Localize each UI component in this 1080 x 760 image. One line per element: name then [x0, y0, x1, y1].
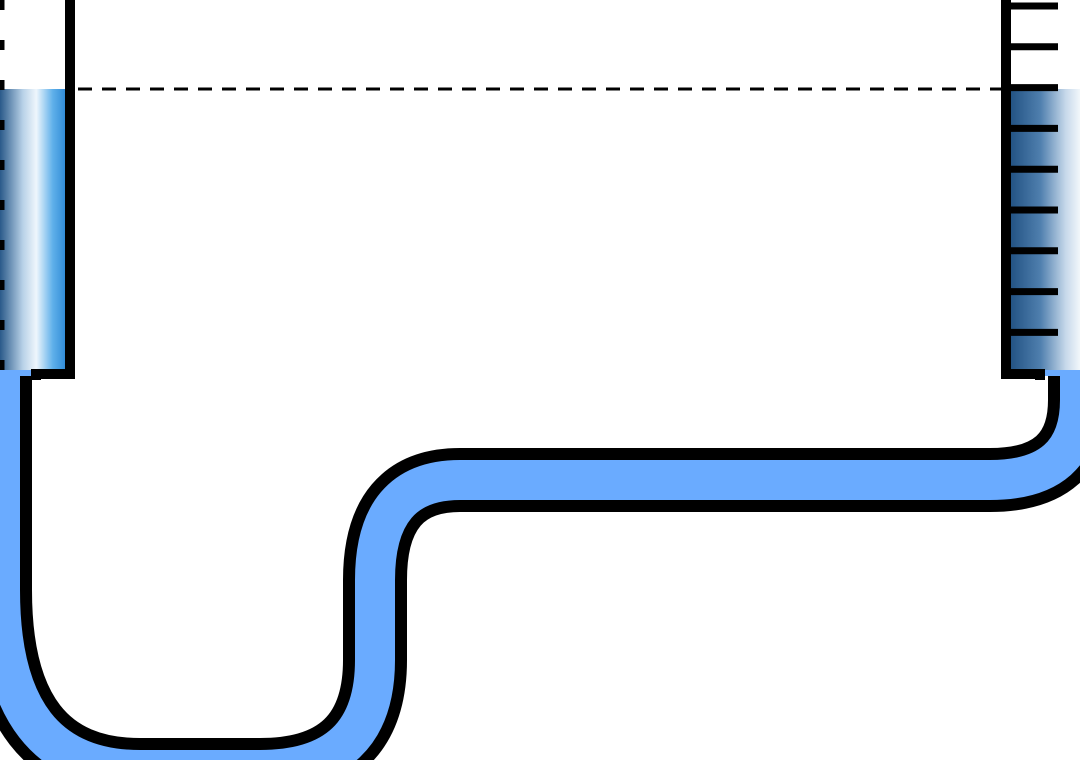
connecting-tube-wall — [0, 368, 1080, 760]
left-tube-wall — [31, 0, 75, 380]
right-tube-ticks — [1008, 2, 1058, 336]
left-tube-liquid — [0, 89, 66, 372]
left-tube-mouth-fill — [0, 370, 36, 376]
connecting-tube-liquid — [0, 372, 1080, 760]
right-tube-wall — [1001, 0, 1045, 380]
right-tube-mouth-fill — [1044, 370, 1080, 376]
right-tube-liquid — [1008, 89, 1080, 372]
